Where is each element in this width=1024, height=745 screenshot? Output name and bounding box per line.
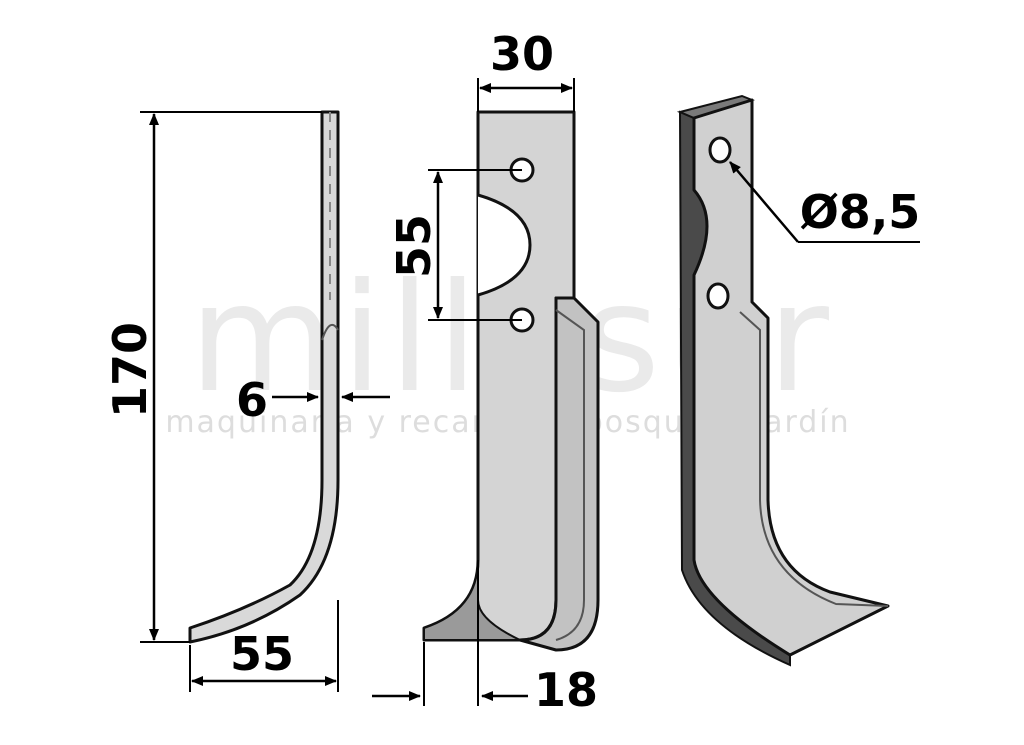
blade-side-view [188,110,340,644]
dimension-length: 170 [103,111,322,643]
length-label: 170 [103,322,157,418]
foot-width-label: 55 [230,627,294,681]
dimension-hole-spacing: 55 [387,169,522,321]
thickness-label: 6 [236,373,268,427]
hole-spacing-label: 55 [387,214,441,278]
perspective-upper-hole [708,136,732,164]
blade-front-view [422,110,600,652]
offset-label: 18 [534,663,598,717]
blade-perspective-view [676,94,890,667]
blade-width-label: 30 [490,27,554,81]
dimension-foot-width: 55 [189,600,339,692]
hole-diameter-label: Ø8,5 [800,185,921,239]
dimension-blade-width: 30 [477,27,575,112]
dimension-thickness: 6 [236,373,390,427]
perspective-lower-hole [706,282,730,310]
dimension-hole-diameter: Ø8,5 [729,161,921,243]
dimension-offset: 18 [372,560,598,717]
